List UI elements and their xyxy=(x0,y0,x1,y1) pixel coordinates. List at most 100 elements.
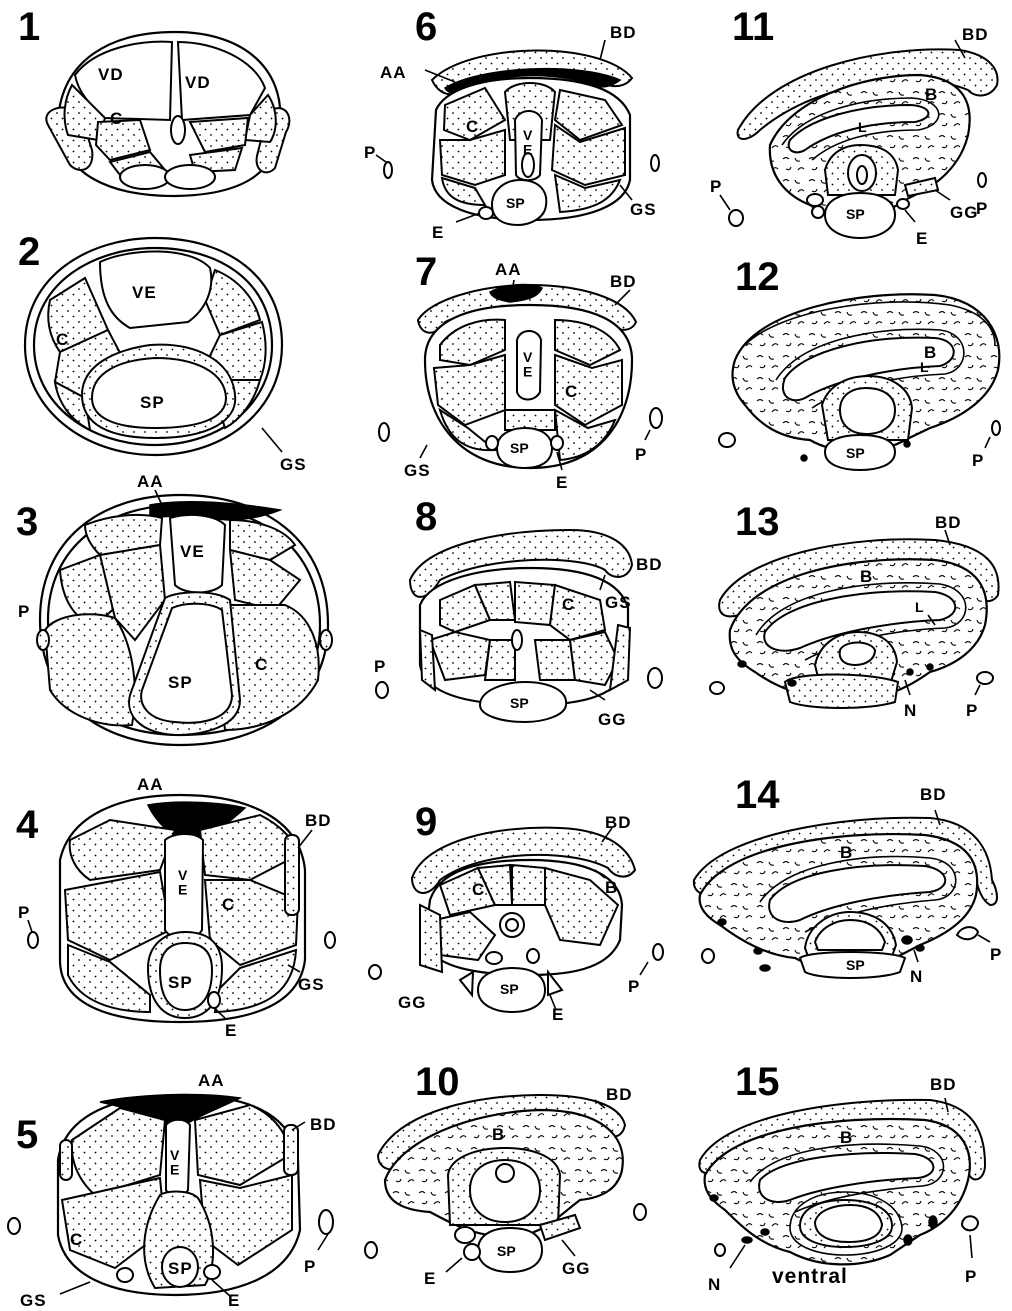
leader-p xyxy=(645,430,650,440)
ventral-ganglia xyxy=(785,675,898,709)
pericardial-organ-right xyxy=(325,932,335,948)
label-aa: AA xyxy=(137,775,164,794)
label-p: P xyxy=(364,143,376,162)
esophageal-ganglion-left xyxy=(455,1227,475,1243)
label-aa: AA xyxy=(198,1071,225,1090)
leader-p xyxy=(975,685,980,695)
nerve-dot-2 xyxy=(754,948,762,954)
label-p: P xyxy=(966,701,978,720)
nerve-dot-3 xyxy=(907,669,913,675)
label-sp: SP xyxy=(510,440,529,456)
pericardial-organ-right xyxy=(957,927,978,939)
label-ve: VE xyxy=(178,867,188,898)
label-sp: SP xyxy=(497,1243,516,1259)
esophageal-ganglion-left xyxy=(117,1268,133,1282)
nerve-cord-central xyxy=(512,630,522,650)
pericardial-organ-left xyxy=(369,965,381,979)
panel-number: 7 xyxy=(415,250,437,294)
pericardial-organ-right xyxy=(319,1210,333,1234)
label-bd: BD xyxy=(935,513,962,532)
leader-bd xyxy=(615,290,630,305)
panel-number: 8 xyxy=(415,495,437,539)
nerve-left xyxy=(486,952,502,964)
pericardial-organ-left xyxy=(710,682,724,694)
label-p: P xyxy=(374,657,386,676)
leader-gs xyxy=(420,445,427,458)
leader-p xyxy=(978,935,990,942)
label-e: E xyxy=(432,223,444,242)
nerve-dot-2 xyxy=(788,680,796,686)
label-bd: BD xyxy=(962,25,989,44)
label-vd-right: VD xyxy=(185,73,211,92)
esophageal-ganglion-right xyxy=(548,972,562,995)
label-sp: SP xyxy=(510,695,529,711)
panel-number: 4 xyxy=(16,803,39,847)
body-wall-right xyxy=(285,835,299,915)
label-ventral: ventral xyxy=(772,1265,848,1288)
panel-15: 15 BD B N ventral P xyxy=(699,1060,985,1294)
label-sp: SP xyxy=(506,195,525,211)
label-gs: GS xyxy=(630,200,657,219)
cell-3 xyxy=(512,865,545,905)
label-e: E xyxy=(424,1269,436,1288)
label-aa: AA xyxy=(495,260,522,279)
label-e: E xyxy=(916,229,928,248)
pericardial-organ-right xyxy=(978,173,986,187)
label-n: N xyxy=(904,701,917,720)
label-p-left: P xyxy=(710,177,722,196)
nerve-dot-4 xyxy=(927,664,933,670)
nerve-dot-4 xyxy=(902,936,912,944)
pericardial-organ-left xyxy=(384,162,392,178)
pericardial-organ-left xyxy=(729,210,743,226)
label-c: C xyxy=(562,595,575,614)
esophageal-ganglion-left xyxy=(486,436,498,450)
label-c: C xyxy=(565,382,578,401)
panel-number: 10 xyxy=(415,1060,460,1104)
cell-left-big xyxy=(45,614,135,725)
neuropil xyxy=(840,388,895,434)
label-sp: SP xyxy=(846,206,865,222)
nerve-dot-5 xyxy=(929,1216,937,1228)
body-wall-right xyxy=(284,1125,298,1175)
label-gs: GS xyxy=(280,455,307,474)
nerve-dot-1 xyxy=(738,661,746,667)
panel-number: 9 xyxy=(415,800,437,844)
nerve-dot-3 xyxy=(761,1229,769,1235)
leader-gs xyxy=(60,1282,90,1294)
panel-9: 9 BD B C GG SP P E xyxy=(369,800,663,1024)
nerve-dot-4 xyxy=(904,1235,912,1245)
pericardial-organ-left xyxy=(379,423,389,441)
nerve-dot-1 xyxy=(710,1195,718,1201)
label-e: E xyxy=(552,1005,564,1024)
label-sp: SP xyxy=(500,981,519,997)
label-b: B xyxy=(605,878,618,897)
cell-3 xyxy=(515,582,555,625)
label-gg: GG xyxy=(562,1259,590,1278)
label-p: P xyxy=(990,945,1002,964)
esophagus-lumen xyxy=(496,1164,514,1182)
label-b: B xyxy=(840,1128,853,1147)
pericardial-organ-left xyxy=(365,1242,377,1258)
label-b: B xyxy=(492,1125,505,1144)
nerve-dot-1 xyxy=(718,919,726,925)
body-wall-left xyxy=(60,1140,72,1180)
label-bd: BD xyxy=(606,1085,633,1104)
leader-p-left xyxy=(720,195,730,210)
neuropil xyxy=(840,643,875,666)
label-bd: BD xyxy=(930,1075,957,1094)
leader-bd xyxy=(600,40,605,60)
label-p: P xyxy=(18,903,30,922)
label-b: B xyxy=(840,843,853,862)
label-c: C xyxy=(255,655,268,674)
leader-bd xyxy=(298,830,312,848)
label-sp: SP xyxy=(168,673,193,692)
pericardial-organ-right xyxy=(651,155,659,171)
leader-p xyxy=(970,1235,972,1258)
panel-11: 11 BD B L P SP GG P E xyxy=(710,5,998,248)
nerve-right xyxy=(527,949,539,963)
nerve-dot-2 xyxy=(742,1237,752,1243)
panel-5: 5 AA BD VE C P SP GS E xyxy=(8,1071,337,1310)
esophagus-lumen xyxy=(857,166,867,184)
label-n: N xyxy=(910,967,923,986)
